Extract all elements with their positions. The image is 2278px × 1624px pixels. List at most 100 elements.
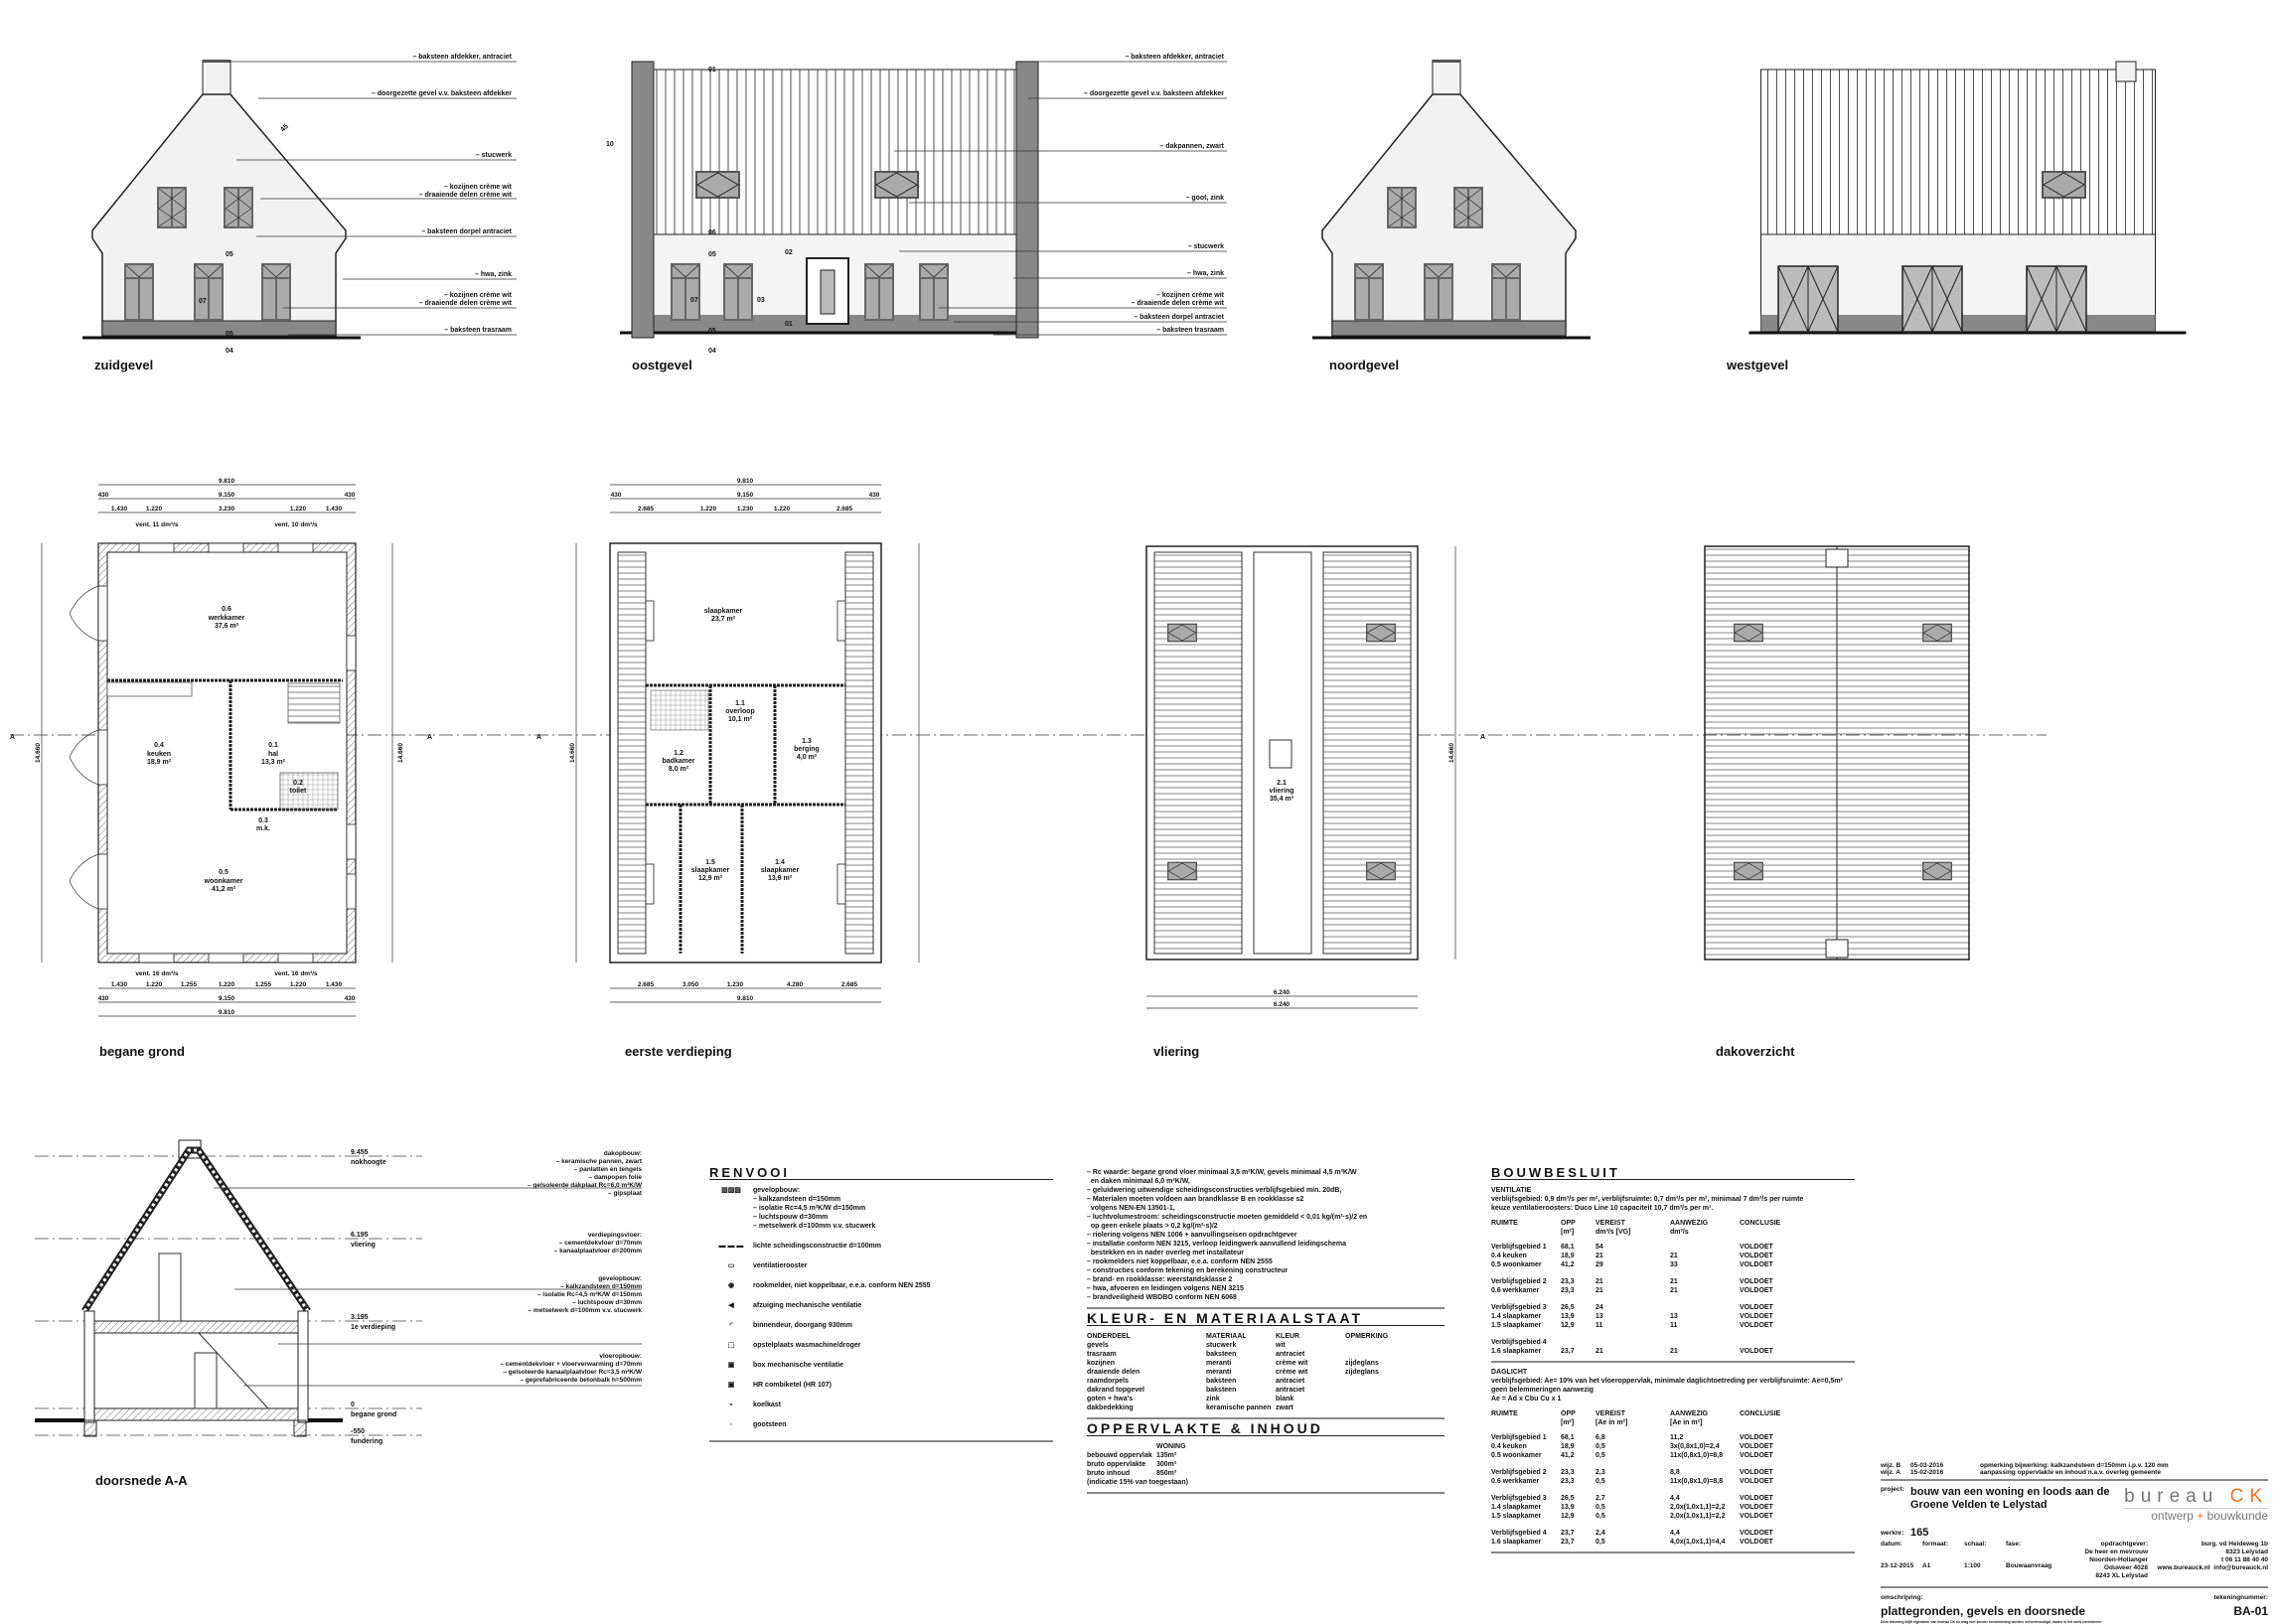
elevation-title: zuidgevel xyxy=(94,358,153,372)
table-cell: 11 xyxy=(1595,1322,1603,1329)
email-link[interactable]: info@bureauck.nl xyxy=(2213,1564,2268,1571)
kleur-cell: stucwerk xyxy=(1206,1342,1237,1349)
room-name: toilet xyxy=(290,788,307,795)
table-cell: 41,2 xyxy=(1561,1261,1575,1268)
table-cell: Verblijfsgebied 4 xyxy=(1491,1339,1547,1346)
wall-hatch-icon: ▨▨▨ xyxy=(721,1187,741,1194)
renvooi-item: ⬚opstelplaats wasmachine/droger xyxy=(709,1341,1053,1350)
kleur-cell: crème wit xyxy=(1276,1360,1308,1367)
renvooi-item: ◀afzuiging mechanische ventilatie xyxy=(709,1301,1053,1310)
general-note: – geluidwering uitwendige scheidingscons… xyxy=(1087,1187,1342,1194)
table-header-cell: AANWEZIG xyxy=(1670,1220,1709,1227)
note-label: – hwa, zink xyxy=(475,271,512,278)
dimension: 1.230 xyxy=(737,506,754,513)
table-cell: 2,4 xyxy=(1595,1530,1605,1537)
table-cell: 0.4 keuken xyxy=(1491,1253,1527,1259)
table-cell: 23,7 xyxy=(1561,1530,1575,1537)
note-label: – hwa, zink xyxy=(1187,270,1224,277)
elevation-title: westgevel xyxy=(1726,358,1788,372)
renvooi-line: box mechanische ventilatie xyxy=(753,1362,844,1369)
website-link[interactable]: www.bureauck.nl xyxy=(2157,1564,2210,1571)
section-note-line: – gipsplaat xyxy=(608,1190,642,1197)
formaat-label: formaat: xyxy=(1922,1541,1949,1548)
renvooi-line: afzuiging mechanische ventilatie xyxy=(753,1302,862,1309)
table-cell: 21 xyxy=(1670,1348,1678,1355)
room-number: 1.3 xyxy=(802,738,812,745)
bouwbesluit-block: BOUWBESLUIT VENTILATIE verblijfsgebied: … xyxy=(1491,1166,1855,1558)
ref-label: 05 xyxy=(708,251,716,258)
renvooi-text: HR combiketel (HR 107) xyxy=(753,1381,832,1390)
datum-label: datum: xyxy=(1881,1541,1902,1548)
room-name: vliering xyxy=(1270,788,1294,795)
renvooi-line: HR combiketel (HR 107) xyxy=(753,1382,832,1389)
dimension: 2.685 xyxy=(841,981,858,988)
kleur-cell: gevels xyxy=(1087,1342,1109,1349)
section-note-line: – dampopen folie xyxy=(588,1174,642,1181)
ref-label: 01 xyxy=(708,67,716,74)
dimension: 1.220 xyxy=(146,506,163,513)
table-cell: VOLDOET xyxy=(1740,1530,1773,1537)
table-cell: VOLDOET xyxy=(1740,1478,1773,1485)
section-note-line: – kalkzandsteen d=150mm xyxy=(560,1283,642,1290)
oppervlakte-cell: bruto inhoud xyxy=(1087,1470,1131,1477)
kleur-cell: wit xyxy=(1276,1342,1286,1349)
kleur-header-cell: ONDERDEEL xyxy=(1087,1333,1131,1340)
dimension: 9.150 xyxy=(219,995,235,1002)
table-header-cell: [Ae in m²] xyxy=(1595,1419,1628,1426)
table-cell: 1.4 slaapkamer xyxy=(1491,1313,1542,1320)
level-name: 1e verdieping xyxy=(351,1324,395,1331)
revision-code: wijz. A xyxy=(1881,1469,1900,1476)
table-cell: VOLDOET xyxy=(1740,1504,1773,1511)
table-header-cell: OPP xyxy=(1561,1220,1576,1227)
general-note: – Rc waarde: begane grond vloer minimaal… xyxy=(1087,1169,1357,1176)
note-label: – baksteen trasraam xyxy=(444,327,512,334)
table-cell: 23,3 xyxy=(1561,1278,1575,1285)
table-cell: 3x(0,8x1,0)=2,4 xyxy=(1670,1443,1720,1450)
room-number: 0.5 xyxy=(219,869,228,876)
kleur-cell xyxy=(1345,1386,1425,1395)
washer-icon: ⬚ xyxy=(727,1342,735,1349)
note-label: – baksteen afdekker, antraciet xyxy=(412,54,512,61)
room-number: 0.1 xyxy=(268,742,278,749)
bureau-address: 8323 Lelystad xyxy=(2225,1549,2268,1555)
note-label: – stucwerk xyxy=(1188,243,1224,250)
oppervlakte-cell: 135m² xyxy=(1156,1452,1177,1459)
table-cell: 33 xyxy=(1670,1261,1678,1268)
section-title: doorsnede A-A xyxy=(95,1473,188,1488)
kleur-title: KLEUR- EN MATERIAALSTAAT xyxy=(1087,1311,1444,1326)
renvooi-line: ventilatierooster xyxy=(753,1262,808,1269)
table-cell: 2,0x(1,0x1,1)=2,2 xyxy=(1670,1504,1726,1511)
room-name: hal xyxy=(268,751,278,758)
table-cell: VOLDOET xyxy=(1740,1278,1773,1285)
table-cell: VOLDOET xyxy=(1740,1469,1773,1476)
section-note-line: – keramische pannen, zwart xyxy=(555,1158,642,1165)
gable-drawing xyxy=(1312,60,1591,338)
note-label: – draaiende delen crème wit xyxy=(1132,300,1225,307)
table-cell: 0.6 werkkamer xyxy=(1491,1287,1540,1294)
table-cell: VOLDOET xyxy=(1740,1452,1773,1459)
tekeningnr: BA-01 xyxy=(2233,1604,2268,1618)
kleur-cell: zijdeglans xyxy=(1345,1360,1379,1367)
kleur-cell: baksteen xyxy=(1206,1387,1237,1394)
level-name: fundering xyxy=(351,1438,382,1445)
table-cell: Verblijfsgebied 1 xyxy=(1491,1244,1547,1251)
table-cell: VOLDOET xyxy=(1740,1287,1773,1294)
kleur-cell: trasraam xyxy=(1087,1351,1117,1358)
room-number: 2.1 xyxy=(1277,780,1287,787)
opdrachtgever-line: Oduweer 4028 xyxy=(2103,1564,2148,1571)
table-cell xyxy=(1491,1521,1561,1529)
project-label: project: xyxy=(1881,1486,1904,1493)
sink-icon: ◦ xyxy=(729,1421,733,1428)
room-name: slaapkamer xyxy=(704,608,743,615)
table-cell: 0.5 woonkamer xyxy=(1491,1452,1542,1459)
kleur-cell: zwart xyxy=(1276,1404,1293,1411)
room-area: 4,0 m² xyxy=(797,754,818,761)
